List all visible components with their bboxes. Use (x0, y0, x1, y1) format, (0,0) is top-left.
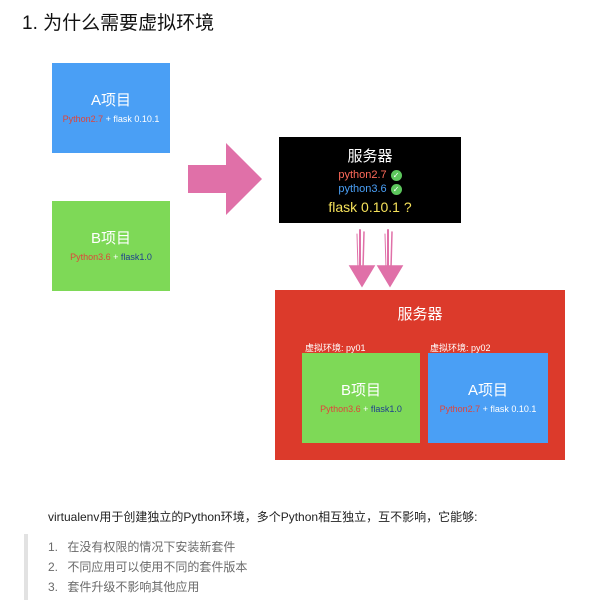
project-b-box: B项目 Python3.6 + flask1.0 (52, 201, 170, 291)
venv-project-b-deps: Python3.6 + flask1.0 (320, 404, 402, 415)
list-item-number: 1. (48, 540, 59, 554)
list-item-number: 2. (48, 560, 59, 574)
venv-project-a-deps: Python2.7 + flask 0.10.1 (440, 404, 537, 415)
project-a-flask: flask 0.10.1 (113, 113, 160, 124)
server-flask-question: flask 0.10.1 ? (328, 198, 412, 215)
venv-project-b-flask: flask1.0 (370, 403, 402, 414)
check-circle-icon: ✓ (390, 183, 402, 195)
list-item-text: 不同应用可以使用不同的套件版本 (67, 560, 248, 574)
project-a-deps: Python2.7 + flask 0.10.1 (63, 114, 160, 125)
project-a-title: A项目 (90, 91, 131, 109)
venv-project-a-plus: + (482, 403, 488, 414)
venv-project-b-title: B项目 (340, 381, 381, 399)
project-b-plus: + (113, 251, 119, 262)
venv-project-a-title: A项目 (467, 381, 508, 399)
list-item: 1. 在没有权限的情况下安装新套件 (48, 537, 247, 557)
section-heading: 1. 为什么需要虚拟环境 (22, 13, 215, 34)
server-python27-line: python2.7 ✓ (338, 168, 402, 182)
project-a-plus: + (105, 113, 111, 124)
blockquote-bar (24, 534, 28, 600)
venv-project-b-plus: + (363, 403, 369, 414)
description-text: virtualenv用于创建独立的Python环境，多个Python相互独立，互… (48, 510, 478, 524)
project-b-title: B项目 (90, 229, 131, 247)
feature-list: 1. 在没有权限的情况下安装新套件 2. 不同应用可以使用不同的套件版本 3. … (48, 537, 247, 597)
venv-project-a-box: A项目 Python2.7 + flask 0.10.1 (428, 353, 548, 443)
server-box: 服务器 python2.7 ✓ python3.6 ✓ flask 0.10.1… (279, 137, 461, 223)
venv-project-a-python: Python2.7 (439, 403, 481, 414)
venv-project-a-flask: flask 0.10.1 (490, 403, 537, 414)
list-item-text: 套件升级不影响其他应用 (67, 580, 200, 594)
check-circle-icon: ✓ (390, 169, 402, 181)
server-python27: python2.7 (338, 169, 387, 181)
project-b-deps: Python3.6 + flask1.0 (70, 252, 152, 263)
project-b-python: Python3.6 (70, 251, 111, 262)
list-item: 2. 不同应用可以使用不同的套件版本 (48, 557, 247, 577)
list-item-text: 在没有权限的情况下安装新套件 (67, 540, 236, 554)
server-venv-title: 服务器 (397, 306, 443, 323)
venv-project-b-box: B项目 Python3.6 + flask1.0 (302, 353, 420, 443)
venv-py02-label: 虚拟环境: py02 (430, 343, 491, 353)
list-item-number: 3. (48, 580, 59, 594)
server-python36: python3.6 (338, 183, 387, 196)
project-a-python: Python2.7 (62, 113, 104, 124)
server-python36-line: python3.6 ✓ (338, 182, 402, 196)
project-b-flask: flask1.0 (120, 251, 152, 262)
project-a-box: A项目 Python2.7 + flask 0.10.1 (52, 63, 170, 153)
right-arrow-icon (188, 143, 262, 215)
down-arrows-icon (348, 229, 404, 288)
server-title: 服务器 (347, 148, 393, 165)
list-item: 3. 套件升级不影响其他应用 (48, 577, 247, 597)
venv-project-b-python: Python3.6 (320, 403, 361, 414)
venv-py01-label: 虚拟环境: py01 (305, 343, 366, 353)
